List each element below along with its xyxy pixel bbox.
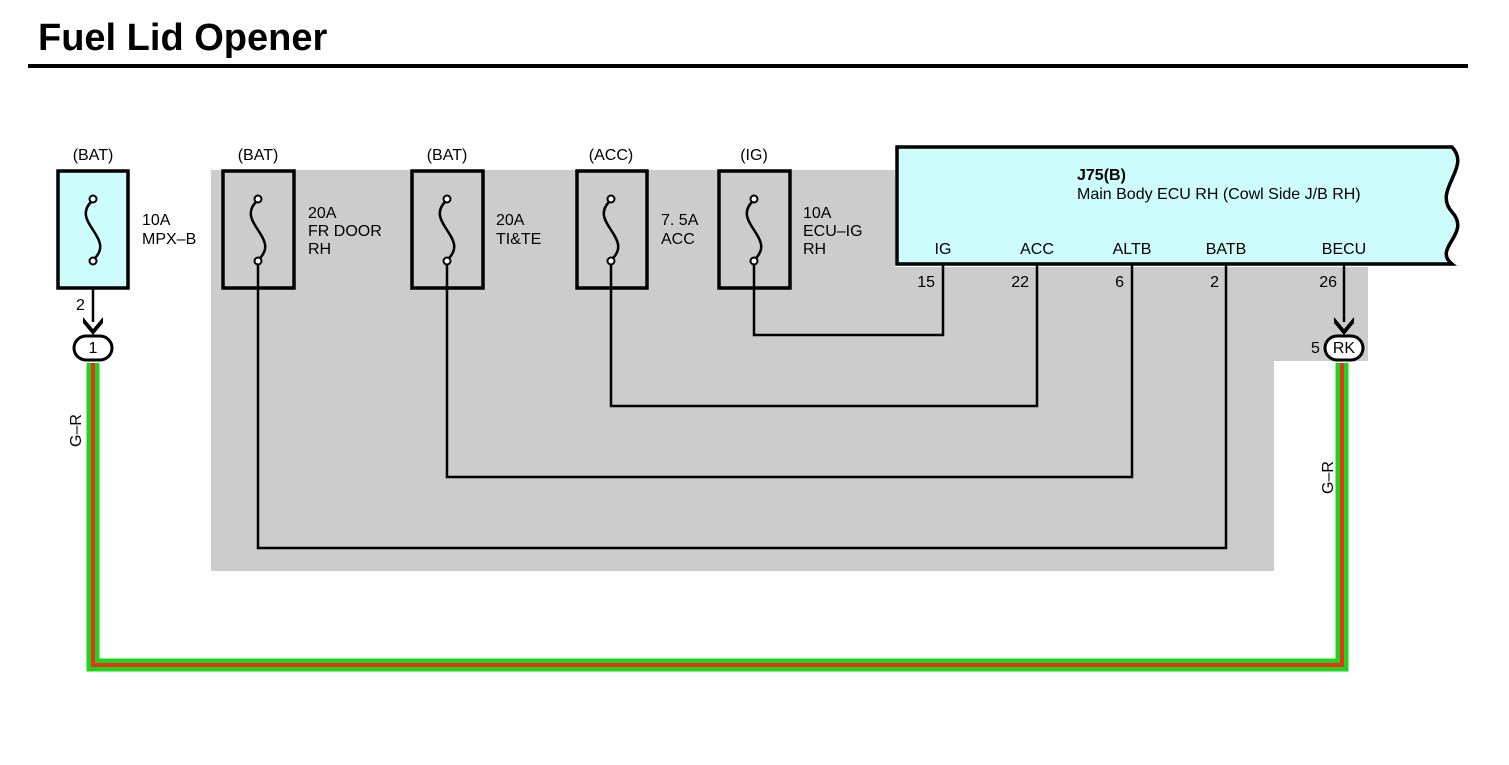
ecu-main-body-rh: J75(B) Main Body ECU RH (Cowl Side J/B R… xyxy=(895,145,1460,266)
connector-oval xyxy=(1323,334,1365,362)
fuse-tite: (BAT) 20A TI&TE xyxy=(410,147,541,290)
fuse-box xyxy=(221,169,296,290)
fuse-rating: 10A xyxy=(142,212,171,229)
junction-block-shading xyxy=(211,170,1368,571)
fuse-source-label: (BAT) xyxy=(73,147,114,164)
connector-label: RK xyxy=(1333,340,1356,357)
ecu-pin-label-acc: ACC xyxy=(1020,241,1054,258)
connector-oval xyxy=(72,334,114,362)
wire-color-code-right: G–R xyxy=(1320,461,1337,494)
connector-1: 1 xyxy=(72,317,114,362)
wire-frdoor-to-batb xyxy=(256,261,1228,550)
connector-label: 1 xyxy=(89,340,98,357)
fuse-source-label: (IG) xyxy=(740,147,768,164)
wire-acc-to-acc xyxy=(609,261,1039,408)
fuse-rating: 20A xyxy=(496,212,525,229)
ecu-pin-number-becu: 26 xyxy=(1319,274,1337,291)
fuse-icon xyxy=(745,199,763,261)
wire-g-r-harness xyxy=(86,363,1349,672)
arrow-down-icon xyxy=(1334,317,1354,335)
ecu-pin-number-altb: 6 xyxy=(1115,274,1124,291)
fuse-rating: 10A xyxy=(803,205,832,222)
fuse-source-label: (BAT) xyxy=(427,147,468,164)
fuse-acc: (ACC) 7. 5A ACC xyxy=(575,147,699,290)
arrow-down-icon xyxy=(83,317,103,335)
fuse-name-line1: ECU–IG xyxy=(803,223,863,240)
fuse-name-line1: FR DOOR xyxy=(308,223,382,240)
fuse-icon xyxy=(84,199,102,261)
fuse-name: MPX–B xyxy=(142,231,196,248)
fuse-icon xyxy=(438,199,456,261)
fuse-fr-door-rh: (BAT) 20A FR DOOR RH xyxy=(221,147,382,290)
fuse-name-line2: RH xyxy=(803,241,826,258)
fuse-mpx-b: (BAT) 10A MPX–B 2 xyxy=(56,147,196,314)
fuse-pin-number: 2 xyxy=(76,297,85,314)
fuse-name: ACC xyxy=(661,231,695,248)
fuse-icon xyxy=(602,199,620,261)
fuse-rating: 7. 5A xyxy=(661,212,699,229)
ecu-pin-number-batb: 2 xyxy=(1210,274,1219,291)
fuse-box xyxy=(410,169,485,290)
wire-tite-to-altb xyxy=(445,261,1134,479)
ecu-box xyxy=(895,145,1460,266)
fuse-name-line2: RH xyxy=(308,241,331,258)
internal-wiring xyxy=(91,261,1346,550)
ecu-name: Main Body ECU RH (Cowl Side J/B RH) xyxy=(1077,186,1361,203)
ecu-pin-label-becu: BECU xyxy=(1322,241,1366,258)
fuse-source-label: (BAT) xyxy=(238,147,279,164)
ecu-pin-number-ig: 15 xyxy=(917,274,935,291)
ecu-pin-label-ig: IG xyxy=(935,241,952,258)
ecu-pin-label-batb: BATB xyxy=(1206,241,1247,258)
fuse-icon xyxy=(249,199,267,261)
fuse-box xyxy=(717,169,792,290)
connector-pin-number: 5 xyxy=(1311,340,1320,357)
ecu-pin-number-acc: 22 xyxy=(1011,274,1029,291)
fuse-box xyxy=(575,169,649,290)
fuse-ecu-ig-rh: (IG) 10A ECU–IG RH xyxy=(717,147,863,290)
connector-rk: RK 5 xyxy=(1311,317,1365,362)
ecu-pin-label-altb: ALTB xyxy=(1113,241,1152,258)
wire-ecu-ig-to-ig xyxy=(752,261,945,337)
ecu-code: J75(B) xyxy=(1077,167,1126,184)
fuse-rating: 20A xyxy=(308,205,337,222)
fuse-source-label: (ACC) xyxy=(589,147,633,164)
page-title: Fuel Lid Opener xyxy=(38,17,327,59)
fuse-name: TI&TE xyxy=(496,231,541,248)
wire-color-code-left: G–R xyxy=(68,414,85,447)
